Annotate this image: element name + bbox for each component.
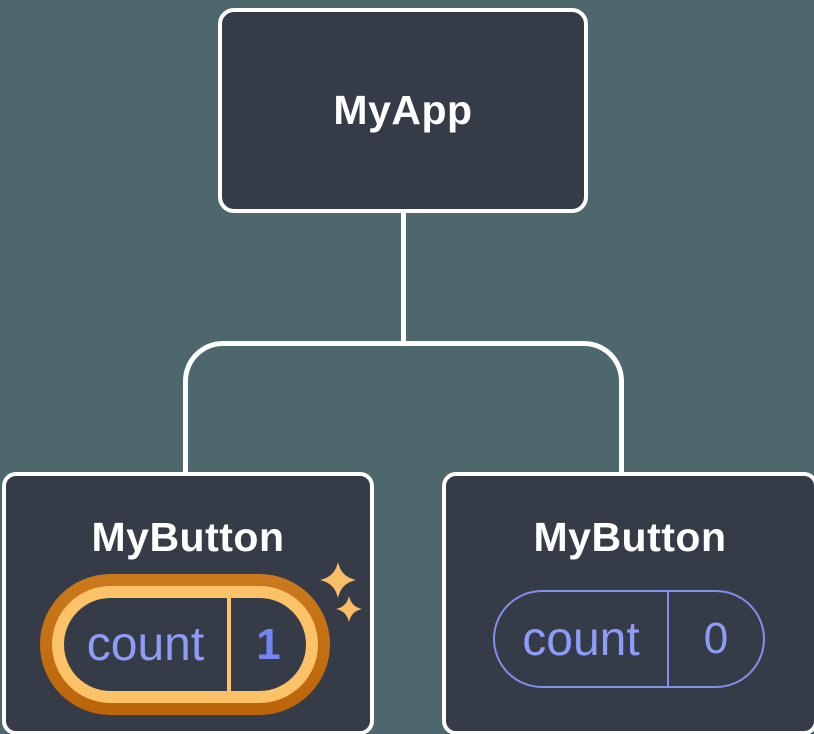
node-mybutton-2-label: MyButton [533,514,727,560]
state-pill: count 0 [493,590,765,688]
node-mybutton-1-label: MyButton [91,514,285,560]
state-name: count [86,618,205,671]
state-value: 0 [703,614,729,663]
sparkle-icon [320,562,356,598]
node-mybutton-1: MyButton count 1 [2,472,374,734]
state-pill-highlight-ring: count 1 [52,586,318,703]
connector-branch-elbow [183,341,624,472]
node-myapp-label: MyApp [333,87,473,133]
state-name: count [522,612,640,666]
state-pill-highlighted: count 1 [40,574,330,715]
state-pill-divider [667,592,669,686]
sparkle-icon [336,596,362,622]
connector-root-stem [401,211,406,345]
node-myapp: MyApp [218,8,588,213]
state-pill-interior: count 1 [64,598,306,691]
state-value: 1 [256,619,281,669]
state-pill-divider [227,598,231,691]
node-mybutton-2: MyButton count 0 [442,472,814,734]
